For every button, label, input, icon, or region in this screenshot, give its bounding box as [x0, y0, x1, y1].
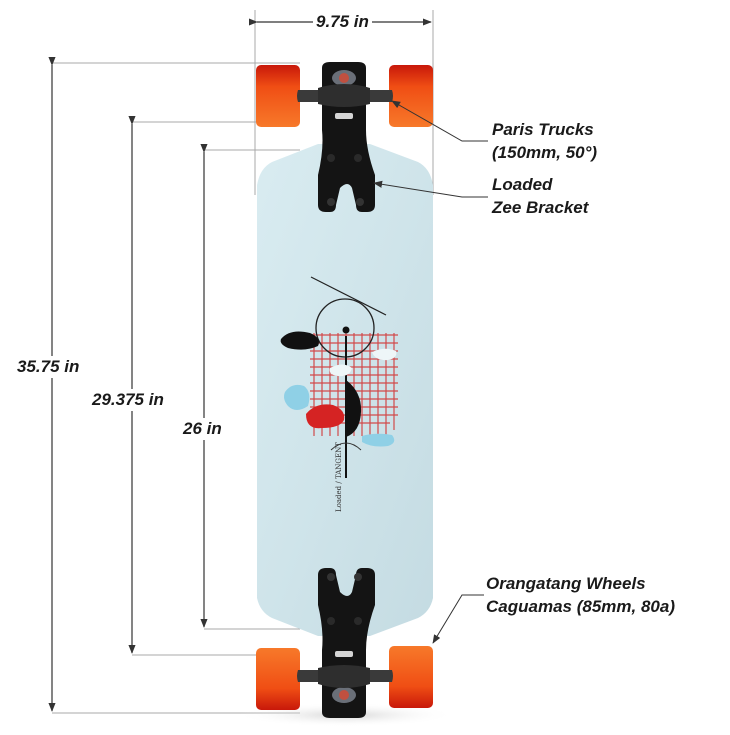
- wheelbase-label: 29.375 in: [89, 389, 167, 411]
- wheel-bottom-left: [256, 648, 300, 710]
- callout-zee-bracket-line2: Zee Bracket: [492, 198, 589, 217]
- callout-paris-trucks-name: Paris Trucks: [492, 120, 594, 139]
- callout-zee-bracket: Loaded Zee Bracket: [492, 173, 588, 219]
- overall-length-label: 35.75 in: [14, 356, 83, 378]
- deck-brand-text: Loaded / TANGENT: [335, 442, 343, 512]
- callout-paris-trucks-spec: (150mm, 50°): [492, 143, 598, 162]
- callout-wheels-name: Orangatang Wheels: [486, 574, 646, 593]
- bottom-truck-assembly: [256, 568, 433, 718]
- top-truck-assembly: [256, 62, 433, 212]
- deck-length-label: 26 in: [180, 418, 225, 440]
- wheel-bottom-right: [389, 646, 433, 708]
- wheel-top-left: [256, 65, 300, 127]
- deck-graphic: Loaded / TANGENT: [280, 276, 398, 512]
- callout-orangatang-wheels: Orangatang Wheels Caguamas (85mm, 80a): [486, 572, 675, 618]
- callout-paris-trucks: Paris Trucks (150mm, 50°): [492, 118, 597, 164]
- width-dimension-label: 9.75 in: [313, 11, 372, 33]
- wheel-top-right: [389, 65, 433, 127]
- callout-wheels-spec: Caguamas (85mm, 80a): [486, 597, 675, 616]
- callout-leaders: [373, 100, 488, 644]
- callout-zee-bracket-line1: Loaded: [492, 175, 553, 194]
